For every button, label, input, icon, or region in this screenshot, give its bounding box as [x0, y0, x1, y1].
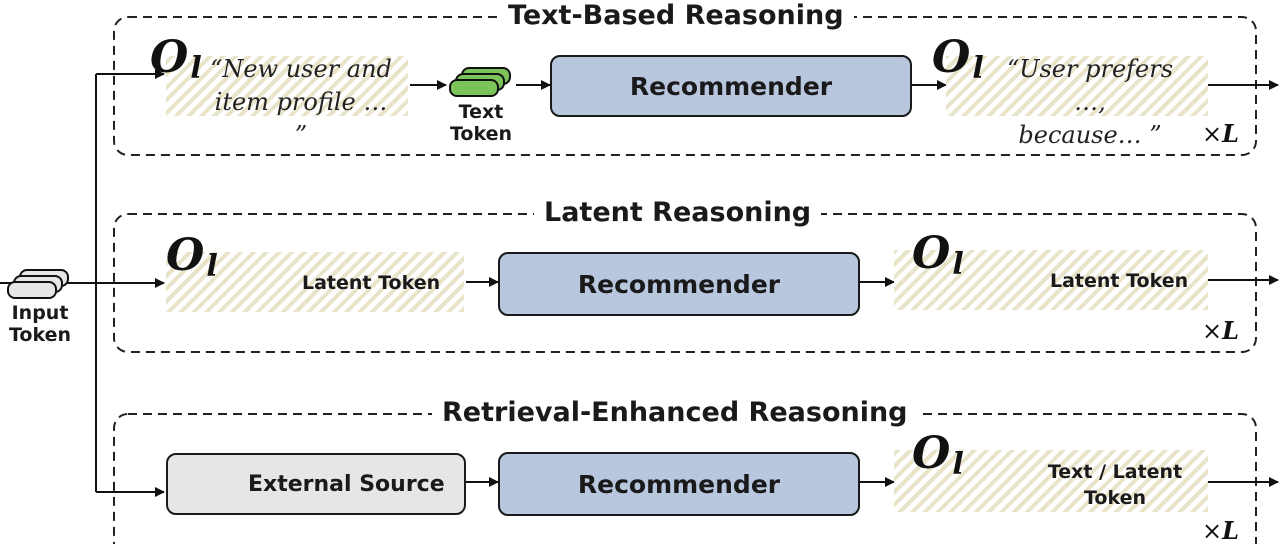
section-title-retrieval: Retrieval-Enhanced Reasoning — [432, 397, 918, 429]
external-source-box: External Source — [166, 453, 466, 515]
output-symbol: Ol — [912, 228, 964, 282]
input-token-label: Input Token — [8, 302, 72, 346]
input-latent-area — [166, 252, 464, 312]
text-latent-token-label: Text / Latent Token — [1047, 461, 1183, 509]
input-text-area — [166, 56, 408, 116]
repeat-label: ×L — [1202, 119, 1239, 148]
external-source-label: External Source — [248, 471, 445, 497]
token-stack-icon — [7, 269, 69, 299]
section-title-latent: Latent Reasoning — [534, 197, 822, 229]
section-title-text-based: Text-Based Reasoning — [498, 0, 854, 32]
latent-token-label: Latent Token — [302, 272, 441, 294]
output-symbol: Ol — [932, 32, 984, 86]
output-symbol: Ol — [150, 32, 202, 86]
output-text-area — [946, 56, 1208, 116]
text-token-label: Text Token — [449, 101, 513, 145]
token-stack-icon — [449, 67, 511, 97]
latent-token-label: Latent Token — [1050, 270, 1189, 292]
output-symbol: Ol — [912, 428, 964, 482]
repeat-label: ×L — [1202, 516, 1239, 545]
output-reasoning-text: “User prefers …, because… ” — [1006, 55, 1174, 149]
output-latent-area — [894, 250, 1208, 310]
recommender-box: Recommender — [498, 452, 860, 516]
output-symbol: Ol — [166, 230, 218, 284]
repeat-label: ×L — [1202, 316, 1239, 345]
input-profile-text: “New user and item profile … ” — [210, 55, 392, 149]
recommender-box: Recommender — [498, 252, 860, 316]
output-mixed-area — [894, 450, 1208, 512]
recommender-box: Recommender — [550, 55, 912, 117]
